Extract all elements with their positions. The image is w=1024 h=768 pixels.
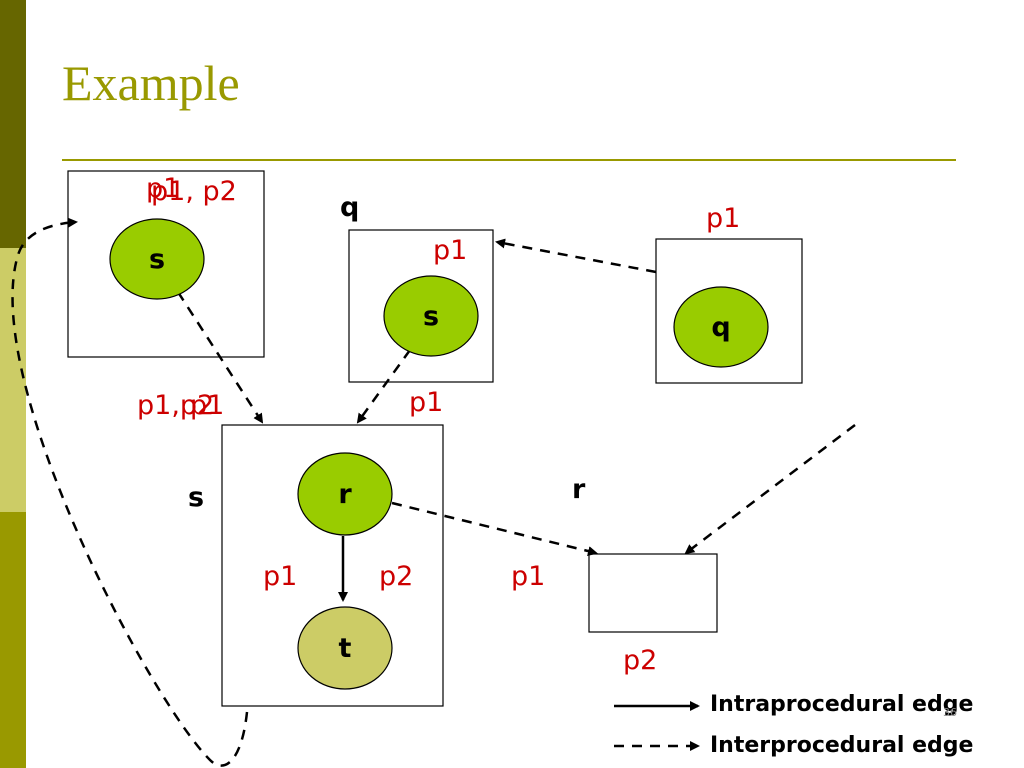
edge-q-to-box-q — [495, 238, 657, 274]
edge-s-q-to-s-main — [356, 349, 412, 424]
node-label: r — [338, 479, 352, 510]
label-box-left-p1: p1 — [146, 173, 181, 204]
node-s-q: s — [383, 275, 479, 357]
label-box-q-p1: p1 — [433, 235, 468, 266]
sidebar-dark-band — [0, 0, 26, 248]
node-label: t — [339, 633, 352, 664]
edge-return-to-box-r — [684, 424, 856, 555]
node-q: q — [673, 286, 769, 368]
label-into-s-p1p2: p1,p2 — [137, 390, 215, 421]
edge-loop-back — [11, 217, 249, 767]
node-label: s — [149, 244, 165, 275]
label-into-s-p1: p1 — [190, 390, 225, 421]
node-label: s — [423, 301, 439, 332]
label-box-left-p1p2: p1, p2 — [151, 176, 237, 207]
edge-r-to-box-r — [391, 501, 598, 556]
label-box-r-p2: p2 — [623, 645, 658, 676]
box-r — [588, 553, 718, 633]
edge-s-left-to-s-main — [176, 291, 264, 424]
slide-title: Example — [62, 55, 240, 111]
node-r: r — [297, 452, 393, 536]
title-rule — [62, 159, 956, 161]
sidebar-light-band — [0, 248, 26, 512]
node-label: q — [711, 312, 730, 343]
node-t: t — [297, 606, 393, 690]
label-r-t-p1: p1 — [263, 561, 298, 592]
label-box-q-right-p1: p1 — [706, 203, 741, 234]
box-s-main — [221, 424, 444, 707]
box-q — [348, 229, 494, 383]
label-r-box-p1: p1 — [511, 561, 546, 592]
legend-intra-label: Intraprocedural edge — [710, 692, 974, 717]
label-into-s-from-q-p1: p1 — [409, 387, 444, 418]
box-q-name: q — [340, 192, 360, 223]
box-q-right — [655, 238, 803, 384]
box-s-name: s — [188, 482, 205, 513]
page-number: 36 — [943, 706, 957, 719]
box-r-name: r — [572, 474, 586, 505]
label-r-t-p2: p2 — [379, 561, 414, 592]
slide-sidebar — [0, 0, 26, 768]
box-left — [67, 170, 265, 358]
sidebar-mid-band — [0, 512, 26, 768]
legend-inter-label: Interprocedural edge — [710, 733, 974, 758]
node-s-left: s — [109, 218, 205, 300]
